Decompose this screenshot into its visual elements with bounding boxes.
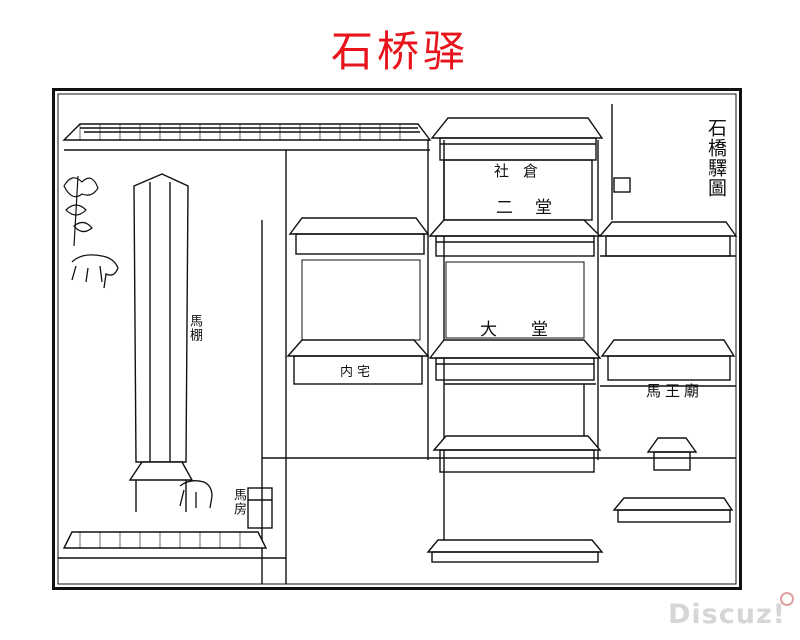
- map-frame: [52, 88, 742, 590]
- tree-icon: [63, 175, 99, 247]
- label-da-tang: 大堂: [480, 320, 582, 340]
- label-ma-wang-miao: 馬王廟: [646, 382, 704, 400]
- page-title: 石桥驿: [330, 27, 469, 76]
- label-she-cang: 社倉: [494, 162, 553, 180]
- label-ma-peng: 馬棚: [187, 314, 202, 342]
- label-er-tang: 二堂: [496, 198, 574, 218]
- horse-icon: [71, 254, 213, 509]
- label-nei-zhai: 内宅: [340, 365, 375, 380]
- watermark-dot-icon: [780, 592, 794, 606]
- watermark: Discuz!: [668, 599, 786, 630]
- map-title: 石橋驛圖: [705, 118, 727, 198]
- label-ma-fang: 馬房: [231, 488, 246, 516]
